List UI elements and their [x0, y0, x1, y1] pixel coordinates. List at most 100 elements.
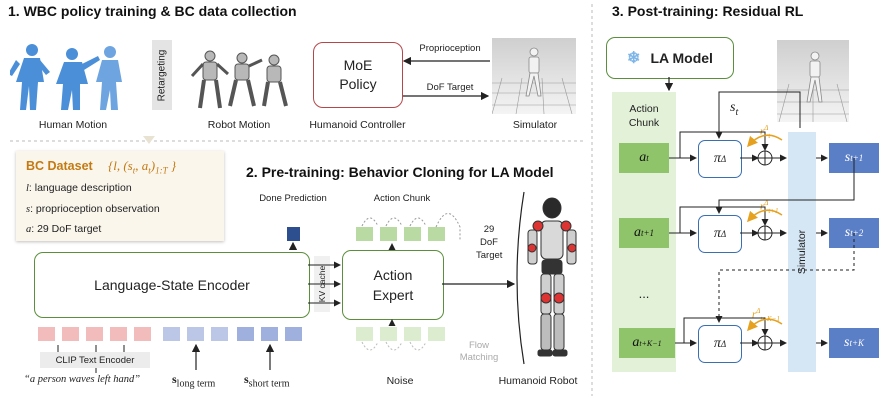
bc-item-text: : 29 DoF target: [31, 223, 102, 235]
reward-base: r: [752, 308, 757, 321]
retargeting-box: Retargeting: [152, 40, 172, 110]
text-token: [62, 327, 79, 341]
action-sub: t: [646, 153, 649, 163]
bc-item-text: : language description: [28, 182, 132, 194]
prompt-text: “a person waves left hand”: [24, 374, 141, 385]
simulator-label-1: Simulator: [512, 119, 558, 131]
noise-token: [356, 327, 373, 341]
pi-base: π: [713, 226, 721, 241]
text-token: [134, 327, 151, 341]
bc-item-sym: l: [26, 183, 29, 194]
reward-sup: Δ: [764, 199, 769, 207]
state-st-label: st: [730, 100, 738, 118]
human-motion-label: Human Motion: [38, 119, 108, 131]
state-base: s: [844, 225, 851, 240]
simulator-image-2: [777, 40, 849, 122]
long-term-token: [187, 327, 204, 341]
humanoid-robot-image: [516, 191, 577, 365]
action-base: a: [639, 150, 647, 165]
snowflake-icon: ❄: [627, 50, 641, 67]
bc-dataset-panel: BC Dataset {l, (st, at)1:T } l: language…: [16, 151, 224, 241]
robot-motion-label: Robot Motion: [207, 119, 271, 131]
flow-word: Flow: [468, 340, 490, 351]
pi-base: π: [713, 151, 721, 166]
done-prediction-label: Done Prediction: [259, 193, 327, 204]
action-token: [356, 227, 373, 241]
s-long-sub: long term: [176, 378, 216, 390]
bc-item-language: l: language description: [26, 182, 132, 194]
simulator-image: [492, 38, 576, 114]
clip-text-encoder: CLIP Text Encoder: [40, 352, 150, 368]
action-token: [428, 227, 445, 241]
flow-matching-label: Flow Matching: [454, 340, 504, 364]
action-token: [380, 227, 397, 241]
simulator-column: Simulator: [788, 132, 816, 372]
noise-token: [380, 327, 397, 341]
st-sub: t: [735, 106, 739, 118]
ellipsis: ...: [638, 286, 650, 301]
action-expert-box: Action Expert: [342, 250, 444, 320]
long-term-token: [163, 327, 180, 341]
dof-count: 29: [483, 224, 495, 235]
bc-item-dof: a: 29 DoF target: [26, 223, 101, 235]
bc-item-proprioception: s: proprioception observation: [26, 203, 160, 215]
noise-token: [428, 327, 445, 341]
state-base: s: [844, 150, 851, 165]
short-term-token: [285, 327, 302, 341]
reward-sup: Δ: [756, 307, 761, 315]
action-base: a: [633, 225, 641, 240]
humanoid-controller-label: Humanoid Controller: [309, 119, 406, 131]
long-term-token: [211, 327, 228, 341]
moe-label: MoE: [343, 57, 373, 73]
state-sub: t+K: [849, 338, 865, 348]
bc-item-sym: s: [26, 204, 31, 215]
bc-dataset-formula: {l, (st, at)1:T }: [108, 158, 177, 176]
st-base: s: [730, 100, 736, 115]
dof-target-block: 29 DoF Target: [476, 223, 502, 262]
pi-base: π: [713, 336, 721, 351]
moe-policy-box: MoE Policy: [313, 42, 403, 108]
action-expert-line1: Action: [373, 267, 413, 283]
action-chunk-title: Action Chunk: [612, 102, 676, 130]
encoder-label: Language-State Encoder: [94, 277, 250, 293]
state-base: s: [843, 335, 850, 350]
chunk-word: Chunk: [628, 117, 660, 129]
policy-label: Policy: [339, 76, 377, 92]
humanoid-robot-label: Humanoid Robot: [498, 375, 578, 387]
target-word: Target: [476, 250, 503, 261]
dof-word: DoF: [480, 237, 498, 248]
action-sub: t+K−1: [639, 338, 662, 348]
short-term-token: [237, 327, 254, 341]
text-token: [38, 327, 55, 341]
clip-label: CLIP Text Encoder: [55, 354, 135, 366]
reward-sup: Δ: [764, 124, 769, 132]
la-model-box: ❄ LA Model: [606, 37, 734, 79]
s-short-term-label: sshort term: [244, 372, 290, 389]
noise-token: [404, 327, 421, 341]
action-chunk-label: Action Chunk: [373, 193, 431, 204]
dof-target-label: DoF Target: [426, 82, 474, 93]
s-short-base: s: [244, 372, 249, 386]
text-token: [86, 327, 103, 341]
human-motion-figures: [10, 44, 122, 110]
proprioception-label: Proprioception: [419, 43, 481, 54]
section1-title: 1. WBC policy training & BC data collect…: [8, 3, 297, 19]
pi-sub: Δ: [720, 229, 727, 239]
action-sub: t+1: [640, 228, 655, 238]
pi-sub: Δ: [720, 339, 727, 349]
bc-dataset-title: BC Dataset: [26, 159, 93, 173]
robot-motion-figures: [190, 50, 288, 109]
action-word: Action: [629, 103, 659, 115]
s-long-term-label: slong term: [172, 372, 215, 389]
section3-title: 3. Post-training: Residual RL: [612, 3, 804, 19]
